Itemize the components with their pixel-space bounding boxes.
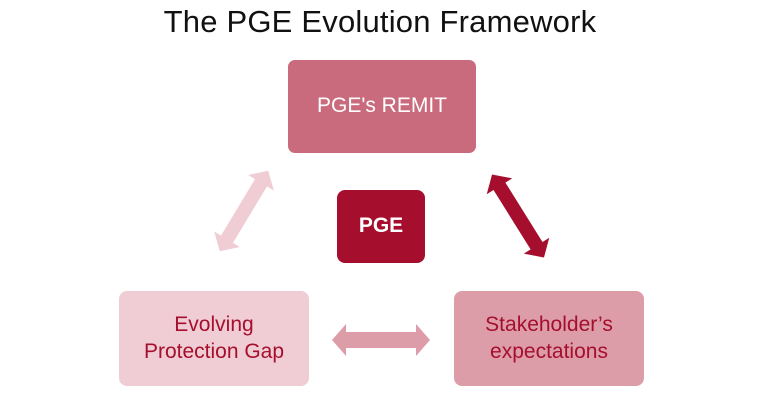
node-stakeholder-line-2: expectations [490, 339, 608, 363]
arrow-gap-stakeholder [332, 324, 430, 356]
node-evolving-protection-gap: Evolving Protection Gap [119, 291, 309, 386]
arrow-remit-gap-shape [214, 170, 274, 252]
arrow-gap-stakeholder-shape [332, 324, 430, 356]
node-pge-center-label: PGE [358, 214, 404, 238]
node-stakeholder-line-1: Stakeholder’s [485, 313, 613, 337]
node-pge-remit-label: PGE's REMIT [316, 94, 448, 118]
node-gap-line-1: Evolving [174, 313, 254, 337]
node-stakeholder-expectations: Stakeholder’s expectations [454, 291, 644, 386]
arrow-remit-stakeholder-shape [486, 174, 550, 258]
page-title: The PGE Evolution Framework [163, 4, 597, 39]
node-pge-center: PGE [337, 190, 425, 263]
arrow-remit-stakeholder [486, 174, 550, 258]
node-pge-remit: PGE's REMIT [287, 59, 477, 154]
arrow-remit-gap [214, 170, 274, 252]
node-gap-line-2: Protection Gap [143, 339, 285, 363]
